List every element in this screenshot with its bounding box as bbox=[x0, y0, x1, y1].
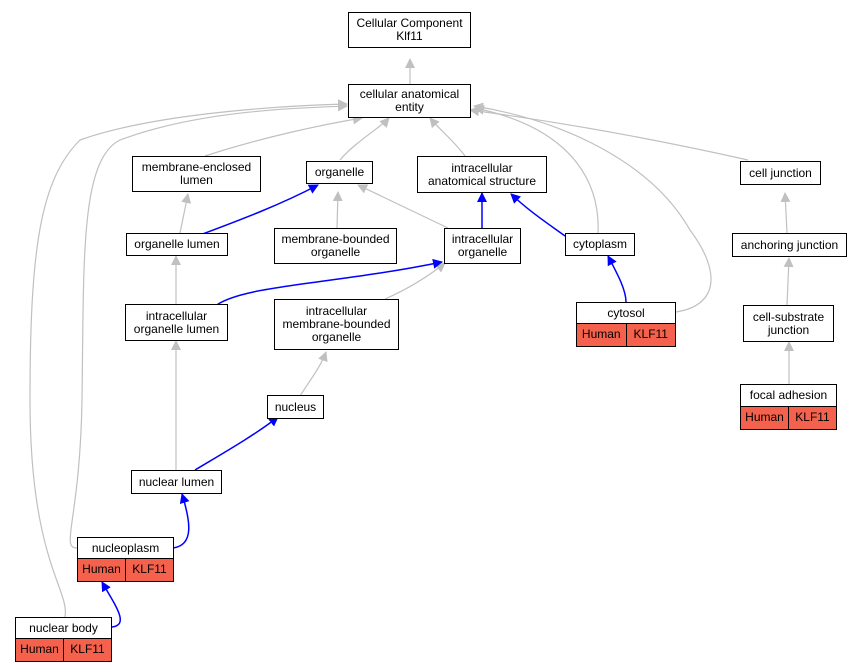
node-imbo-line3: organelle bbox=[311, 330, 362, 344]
edge-iol-io bbox=[213, 258, 443, 308]
node-nuclear-lumen[interactable]: nuclear lumen bbox=[131, 470, 222, 494]
node-imbo-line2: membrane-bounded bbox=[282, 317, 391, 331]
nuclear-body-gene-badge[interactable]: KLF11 bbox=[63, 639, 111, 661]
edge-aj-cj bbox=[780, 192, 791, 234]
cytosol-gene-badge[interactable]: KLF11 bbox=[625, 324, 676, 346]
node-mbo-line2: organelle bbox=[310, 245, 361, 259]
node-cytosol[interactable]: cytosol bbox=[576, 302, 676, 324]
edge-cytosol-cyto bbox=[607, 255, 627, 303]
node-nucleus[interactable]: nucleus bbox=[267, 395, 324, 419]
node-imbo-line1: intracellular bbox=[305, 304, 368, 318]
node-cytosol-line1: cytosol bbox=[607, 305, 645, 320]
edge-cj-cae bbox=[469, 106, 749, 161]
node-intracellular-organelle-lumen[interactable]: intracellular organelle lumen bbox=[125, 304, 228, 341]
node-mel-line1: membrane-enclosed bbox=[141, 160, 252, 174]
edge-nl-nuc bbox=[194, 416, 279, 471]
node-cellular-anatomical-entity[interactable]: cellular anatomical entity bbox=[348, 84, 471, 118]
node-organelle[interactable]: organelle bbox=[306, 161, 373, 184]
node-iol-line2: organelle lumen bbox=[133, 321, 220, 336]
node-csj-line2: junction bbox=[767, 322, 810, 337]
node-root-line2: Klf11 bbox=[396, 29, 423, 43]
cytosol-species-badge[interactable]: Human bbox=[581, 327, 621, 341]
cytosol-annotation-row: Human KLF11 bbox=[576, 324, 676, 347]
edge-np-cae bbox=[69, 101, 348, 549]
node-cytoplasm[interactable]: cytoplasm bbox=[565, 233, 635, 256]
node-ol-line1: organelle lumen bbox=[134, 237, 220, 251]
edge-io-org bbox=[357, 184, 449, 229]
node-iol-line1: intracellular bbox=[145, 308, 208, 323]
edge-nuc-imbo bbox=[299, 351, 328, 397]
node-org-line1: organelle bbox=[314, 165, 365, 179]
node-cj-line1: cell junction bbox=[749, 165, 812, 180]
node-io-line2: organelle bbox=[457, 245, 508, 259]
edge-ol-mel bbox=[179, 193, 192, 234]
node-io-line1: intracellular bbox=[451, 232, 514, 246]
edge-nb-cae bbox=[29, 99, 348, 618]
edge-nb-np bbox=[101, 581, 122, 628]
edge-np-nl bbox=[172, 493, 190, 549]
node-cell-junction[interactable]: cell junction bbox=[740, 161, 821, 185]
node-cell-substrate-junction[interactable]: cell-substrate junction bbox=[743, 305, 834, 342]
node-mbo-line1: membrane-bounded bbox=[281, 232, 390, 246]
node-cae-line2: entity bbox=[395, 100, 424, 114]
focal-adhesion-annotation-row: Human KLF11 bbox=[740, 407, 837, 430]
node-membrane-bounded-organelle[interactable]: membrane-bounded organelle bbox=[274, 228, 397, 264]
node-cellular-component-root[interactable]: Cellular Component Klf11 bbox=[348, 12, 471, 48]
node-ias-line2: anatomical structure bbox=[427, 173, 537, 188]
node-ias-line1: intracellular bbox=[451, 160, 513, 175]
edge-csj-aj bbox=[783, 257, 794, 306]
edge-cytosol-cae bbox=[473, 102, 712, 313]
edge-mbo-org bbox=[332, 191, 343, 229]
node-np-line1: nucleoplasm bbox=[91, 540, 160, 555]
node-membrane-enclosed-lumen[interactable]: membrane-enclosed lumen bbox=[132, 156, 261, 192]
node-aj-line1: anchoring junction bbox=[740, 237, 839, 252]
node-root-line1: Cellular Component bbox=[356, 16, 463, 30]
edge-cyto-ias bbox=[510, 193, 566, 237]
node-cae-line1: cellular anatomical bbox=[359, 87, 460, 101]
nuclear-body-annotation-row: Human KLF11 bbox=[15, 639, 112, 662]
edge-imbo-io bbox=[384, 262, 446, 300]
edge-mel-cae bbox=[204, 114, 363, 157]
nucleoplasm-species-badge[interactable]: Human bbox=[82, 562, 121, 576]
nucleoplasm-annotation-row: Human KLF11 bbox=[77, 559, 174, 582]
edge-ol-org bbox=[199, 184, 319, 236]
node-nuclear-body[interactable]: nuclear body bbox=[15, 617, 112, 639]
node-fa-line1: focal adhesion bbox=[749, 388, 828, 402]
node-nuc-line1: nucleus bbox=[274, 399, 317, 414]
node-intracellular-organelle[interactable]: intracellular organelle bbox=[444, 228, 521, 264]
node-intracellular-anatomical-structure[interactable]: intracellular anatomical structure bbox=[417, 156, 547, 193]
node-organelle-lumen[interactable]: organelle lumen bbox=[126, 233, 228, 256]
nuclear-body-species-badge[interactable]: Human bbox=[20, 642, 59, 656]
node-cyto-line1: cytoplasm bbox=[572, 237, 628, 251]
node-intracellular-membrane-bounded-organelle[interactable]: intracellular membrane-bounded organelle bbox=[274, 299, 399, 350]
node-csj-line1: cell-substrate bbox=[752, 309, 825, 324]
node-anchoring-junction[interactable]: anchoring junction bbox=[732, 233, 847, 257]
focal-adhesion-species-badge[interactable]: Human bbox=[745, 410, 784, 424]
node-focal-adhesion[interactable]: focal adhesion bbox=[740, 384, 837, 407]
nucleoplasm-gene-badge[interactable]: KLF11 bbox=[125, 559, 173, 581]
node-nb-line1: nuclear body bbox=[29, 620, 98, 635]
edge-org-cae bbox=[339, 117, 390, 161]
node-nl-line1: nuclear lumen bbox=[138, 474, 215, 489]
node-mel-line2: lumen bbox=[180, 173, 213, 187]
edge-ias-cae bbox=[429, 117, 466, 157]
focal-adhesion-gene-badge[interactable]: KLF11 bbox=[788, 407, 836, 429]
node-nucleoplasm[interactable]: nucleoplasm bbox=[77, 537, 174, 559]
edge-cyto-cae bbox=[474, 104, 599, 234]
